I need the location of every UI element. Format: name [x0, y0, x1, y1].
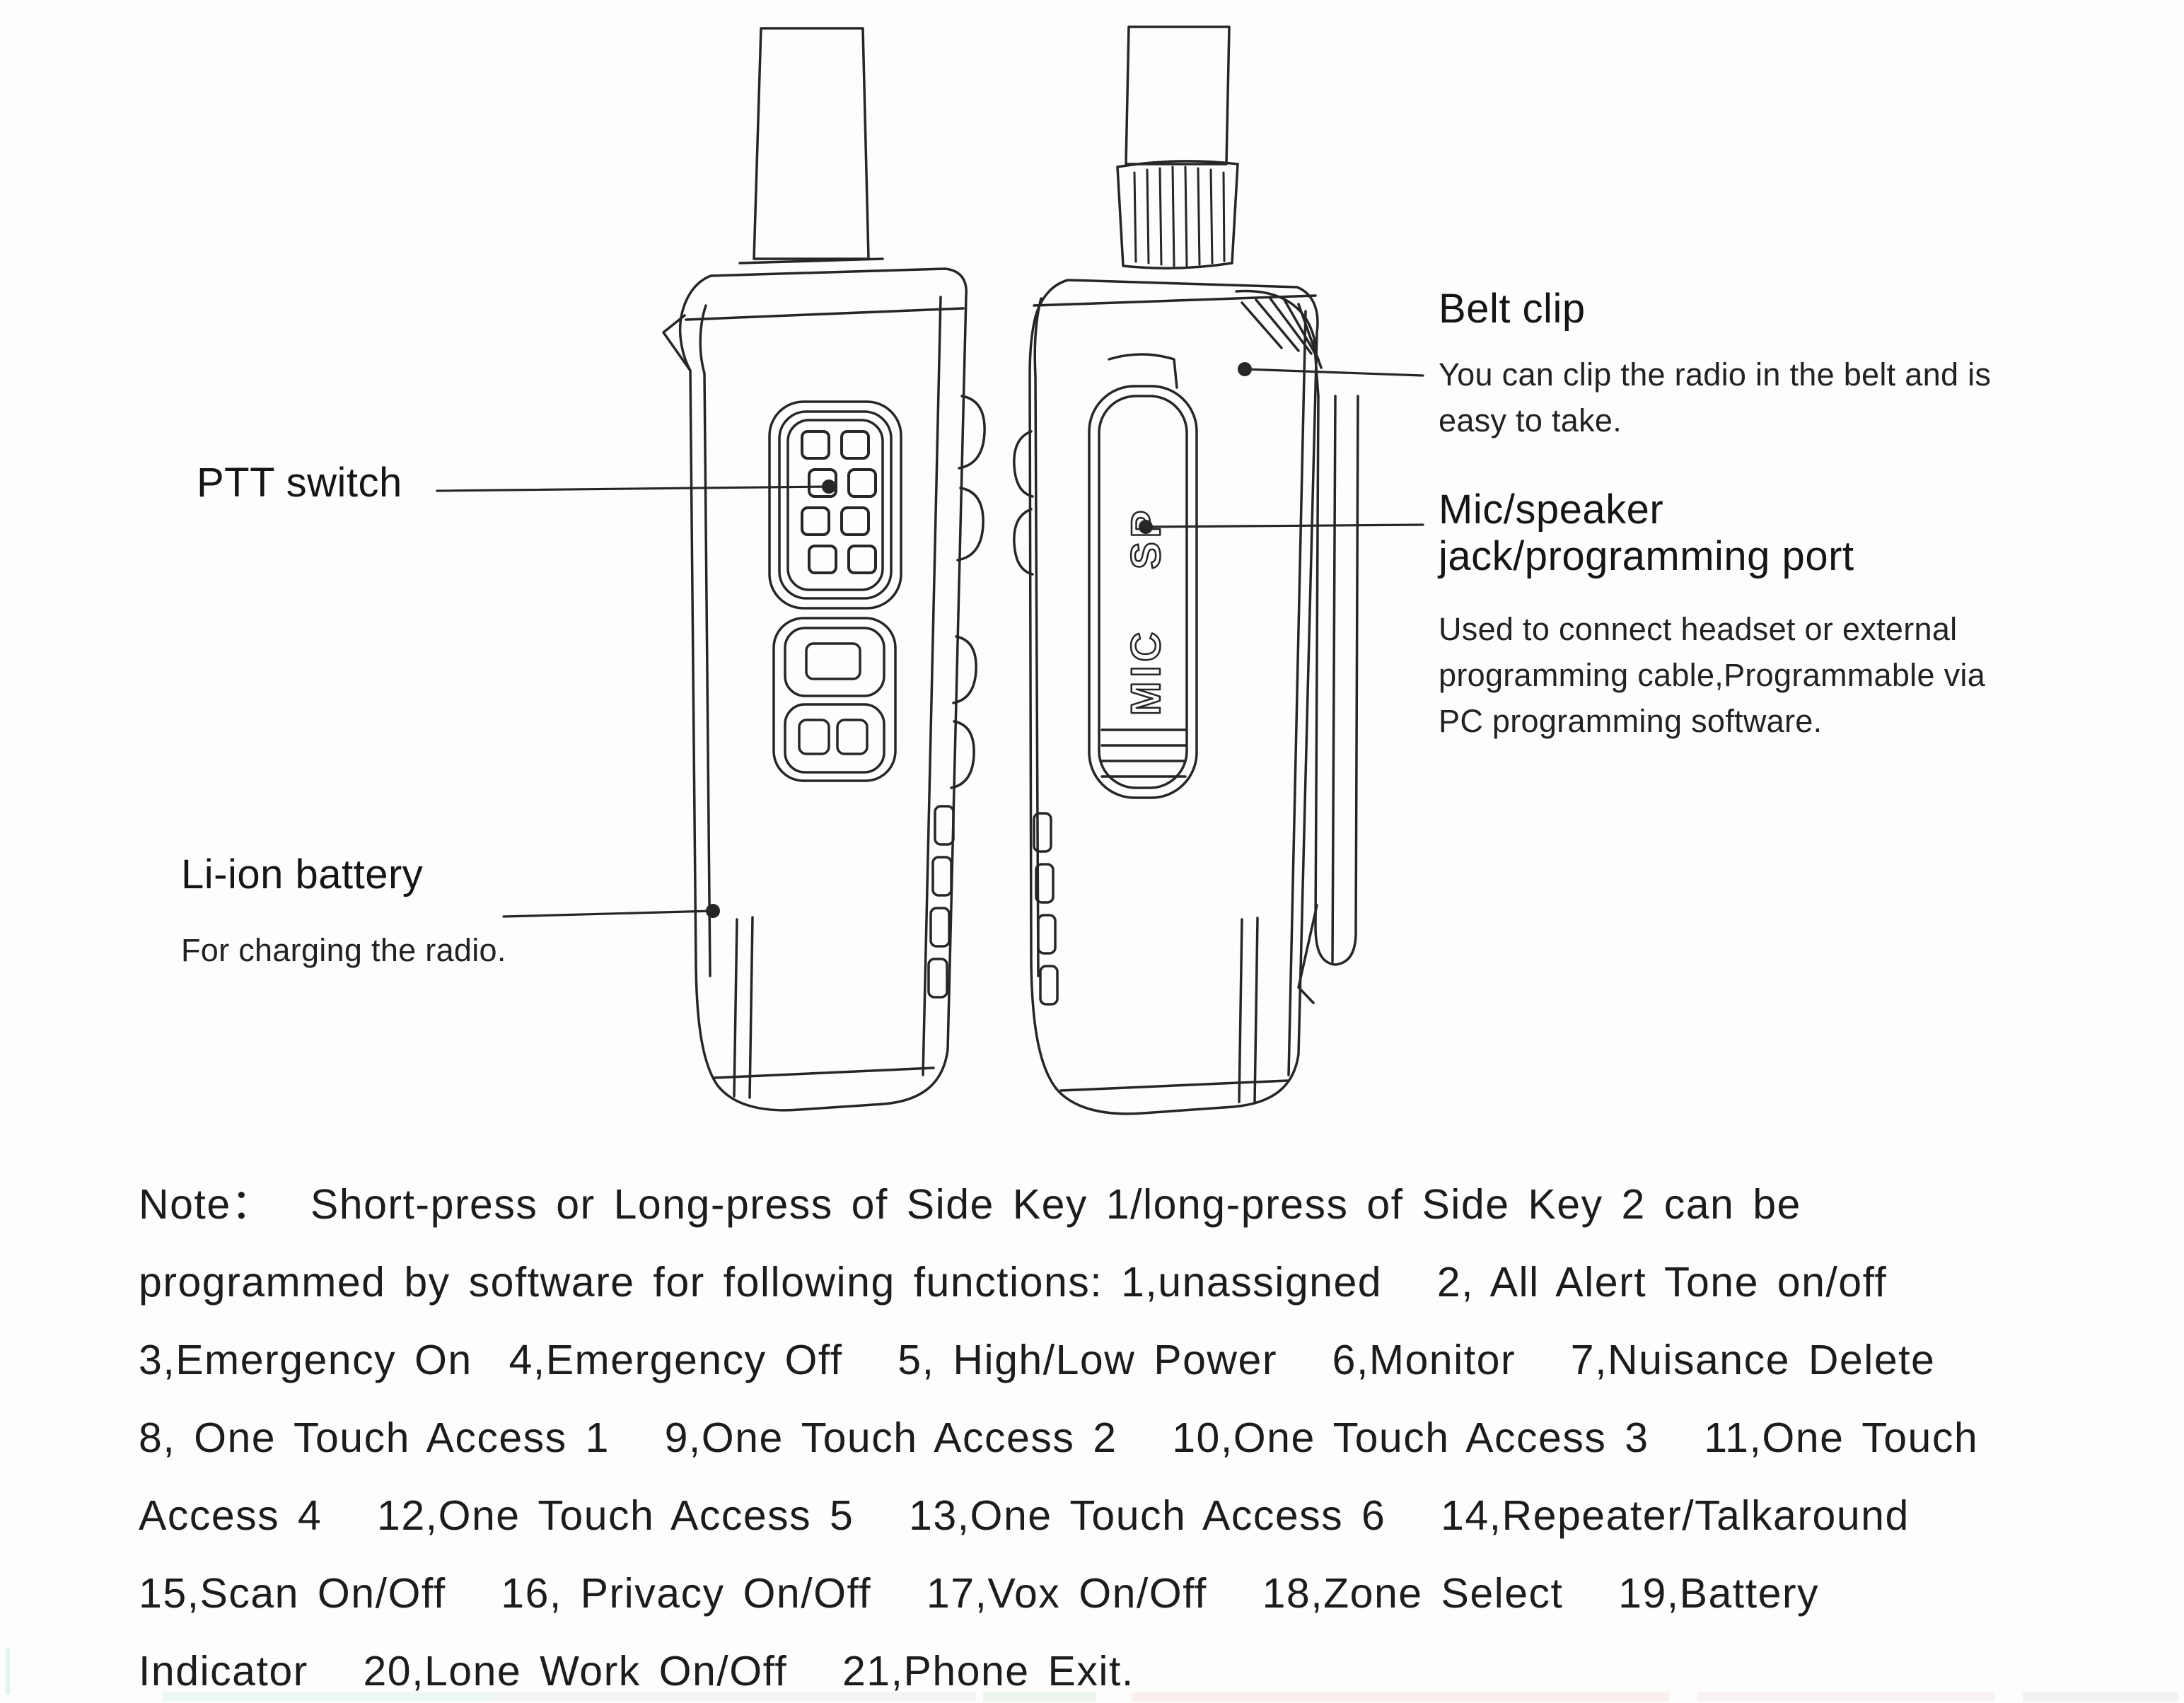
jack-cover: SP MIC — [1088, 353, 1198, 799]
scan-artifact-strip — [495, 1692, 976, 1702]
scan-artifact-strip — [2023, 1692, 2178, 1702]
radio-left-drawing — [662, 27, 986, 1112]
belt-clip-description: You can clip the radio in the belt and i… — [1439, 356, 1992, 438]
ptt-pad — [786, 419, 884, 591]
belt-clip — [1235, 289, 1359, 1004]
side-key-2 — [784, 703, 885, 774]
note-line: Note： Short-press or Long-press of Side … — [139, 1181, 1801, 1228]
antenna-left — [753, 27, 870, 260]
note-paragraph: Note： Short-press or Long-press of Side … — [139, 1166, 2119, 1703]
battery-description: For charging the radio. — [181, 932, 506, 968]
scan-artifact-strip — [983, 1692, 1096, 1702]
scan-artifact-edge — [6, 1648, 10, 1695]
battery-leader-dot — [706, 904, 720, 918]
battery-latch-left — [713, 916, 935, 1099]
battery-label: Li-ion battery — [181, 852, 424, 897]
mic-jack-description: Used to connect headset or external prog… — [1439, 611, 1986, 739]
mic-jack-label: Mic/speaker jack/programming port — [1439, 487, 1854, 580]
ptt-leader-dot — [822, 479, 836, 494]
radio-right-drawing: SP MIC — [1013, 25, 1359, 1115]
note-line: Indicator 20,Lone Work On/Off 21,Phone E… — [139, 1648, 1134, 1695]
note-line: programmed by software for following fun… — [139, 1259, 1888, 1306]
jack-label-sp: SP — [1123, 506, 1169, 569]
radio-diagram: SP MIC — [436, 25, 1424, 1115]
radio-right-body — [1028, 279, 1319, 1115]
speaker-beak — [662, 314, 692, 372]
mic-jack-leader-line — [1144, 523, 1424, 528]
side-keys-shell — [772, 617, 897, 782]
belt-clip-label: Belt clip — [1439, 286, 1586, 332]
scan-artifact-strip — [163, 1692, 495, 1702]
note-line: Access 4 12,One Touch Access 5 13,One To… — [139, 1492, 1910, 1539]
battery-latch-right — [1059, 917, 1289, 1105]
channel-knob — [1116, 160, 1239, 269]
mic-jack-leader-dot — [1139, 520, 1153, 534]
antenna-right — [1125, 25, 1231, 165]
battery-leader-line — [502, 909, 714, 918]
note-line: 15,Scan On/Off 16, Privacy On/Off 17,Vox… — [139, 1570, 1820, 1617]
ptt-switch-label: PTT switch — [197, 460, 402, 506]
note-line: 3,Emergency On 4,Emergency Off 5, High/L… — [139, 1337, 1936, 1383]
ptt-grip-bumps — [801, 430, 877, 574]
jack-label-mic: MIC — [1123, 628, 1169, 716]
note-line: 8, One Touch Access 1 9,One Touch Access… — [139, 1414, 1979, 1461]
scan-artifact-strip — [1697, 1692, 1994, 1702]
belt-clip-leader-dot — [1238, 362, 1252, 376]
ptt-shell — [768, 400, 902, 610]
belt-clip-leader-line — [1243, 368, 1424, 377]
ptt-leader-line — [436, 485, 830, 492]
radio-left-body — [678, 267, 968, 1112]
side-key-1 — [784, 627, 885, 697]
scan-artifact-strip — [1132, 1692, 1669, 1702]
